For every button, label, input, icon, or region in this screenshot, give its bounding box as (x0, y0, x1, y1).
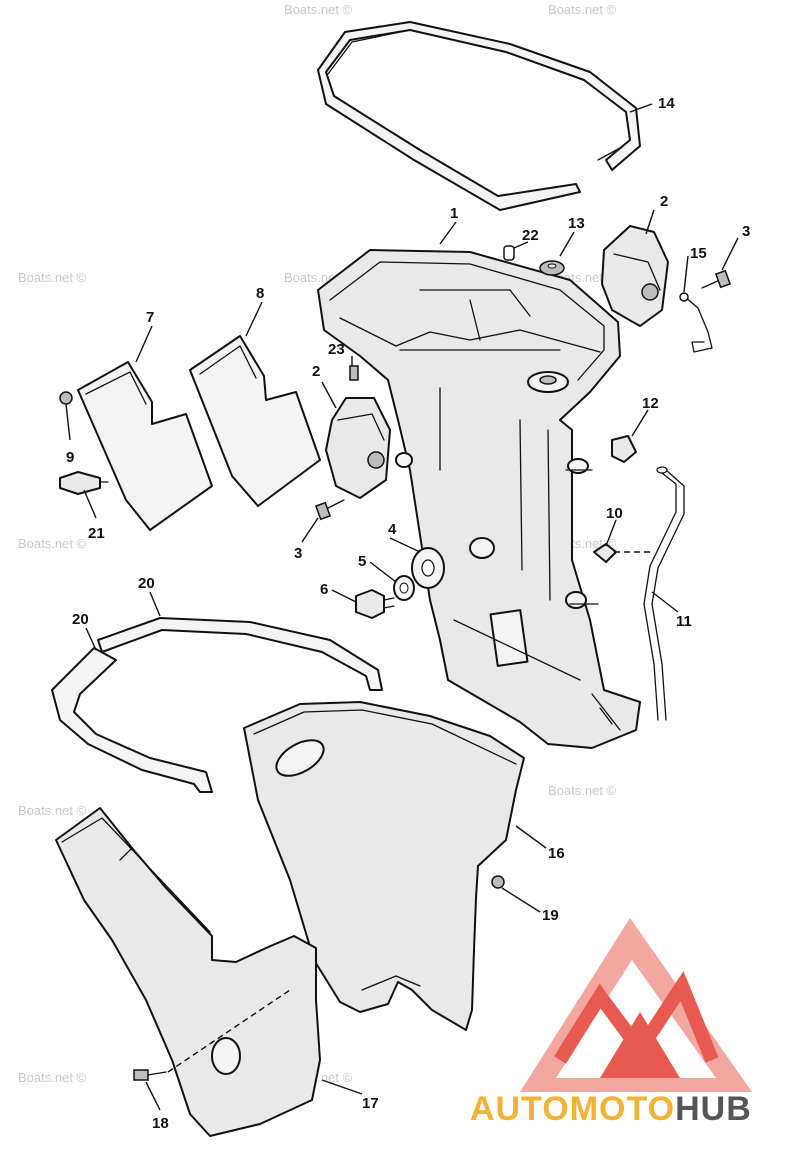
callout-7: 7 (146, 309, 154, 326)
part-9-screw (59, 391, 73, 405)
watermark: Boats.net © (284, 2, 353, 17)
part-5-lock-washer (393, 575, 415, 601)
part-22-dowel-pin (503, 245, 515, 261)
part-20-side-seal-a (97, 617, 383, 691)
watermark: Boats.net © (18, 270, 87, 285)
callout-11: 11 (676, 613, 692, 630)
callout-8: 8 (256, 285, 264, 302)
part-12-plug (611, 435, 637, 463)
callout-5: 5 (358, 553, 366, 570)
part-7-cover-plate (77, 361, 213, 531)
part-1-exhaust-housing (317, 249, 641, 749)
callout-14: 14 (658, 95, 675, 112)
callout-4: 4 (388, 521, 397, 538)
callout-21: 21 (88, 525, 105, 542)
callout-23: 23 (328, 341, 345, 358)
watermark: Boats.net © (18, 1070, 87, 1085)
part-8-gasket (189, 335, 321, 507)
brand-word-moto: MOTO (570, 1090, 675, 1128)
part-4-washer (411, 547, 445, 589)
part-17-cowl-left (55, 807, 321, 1137)
part-2-lower-mount-left (325, 397, 391, 499)
callout-3: 3 (742, 223, 750, 240)
part-21-fitting (59, 471, 109, 495)
callout-15: 15 (690, 245, 707, 262)
callout-19: 19 (542, 907, 559, 924)
callout-12: 12 (642, 395, 659, 412)
part-18-screw (133, 1069, 167, 1081)
callout-9: 9 (66, 449, 74, 466)
leader-lines (65, 103, 739, 1111)
brand-wordmark: AUTOMOTOHUB (470, 1090, 752, 1128)
callout-1: 1 (450, 205, 458, 222)
part-15-bracket (679, 292, 713, 353)
part-20-side-seal-b (51, 647, 213, 793)
brand-logo-mark (520, 918, 752, 1092)
callout-18: 18 (152, 1115, 169, 1132)
callout-6: 6 (320, 581, 328, 598)
callout-3: 3 (294, 545, 302, 562)
callout-2: 2 (312, 363, 320, 380)
callout-22: 22 (522, 227, 539, 244)
callout-13: 13 (568, 215, 585, 232)
part-2-upper-mount-right (601, 225, 669, 327)
part-19-screw (491, 875, 505, 889)
part-11-water-tube (643, 466, 685, 721)
part-3-screw-upper (701, 269, 732, 289)
callout-labels: 1 2 2 3 3 4 5 6 7 8 9 10 11 12 13 14 15 … (66, 95, 750, 1132)
part-3-screw-lower (314, 499, 345, 521)
part-14-top-seal (317, 21, 641, 211)
brand-word-hub: HUB (675, 1090, 752, 1128)
svg-text:AUTOMOTOHUB: AUTOMOTOHUB (470, 1090, 752, 1128)
callout-17: 17 (362, 1095, 379, 1112)
watermark: Boats.net © (18, 536, 87, 551)
part-13-grommet (539, 260, 565, 276)
watermark: Boats.net © (548, 783, 617, 798)
callout-16: 16 (548, 845, 565, 862)
callout-20: 20 (138, 575, 155, 592)
callout-2: 2 (660, 193, 668, 210)
callout-20: 20 (72, 611, 89, 628)
part-23-screw (349, 365, 359, 381)
watermark: Boats.net © (548, 2, 617, 17)
brand-word-auto: AUTO (470, 1090, 570, 1128)
callout-10: 10 (606, 505, 623, 522)
part-6-bolt (355, 589, 395, 619)
part-10-grommet (593, 543, 654, 563)
watermark: Boats.net © (18, 803, 87, 818)
